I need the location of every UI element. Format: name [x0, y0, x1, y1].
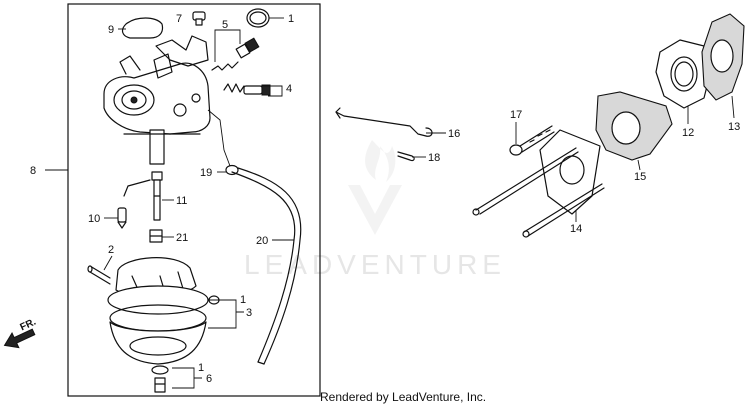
- part-6-drain-bolt: [151, 365, 169, 393]
- callout-15: 15: [634, 171, 646, 183]
- part-17-bolt: [509, 125, 555, 156]
- watermark-logo-icon: [348, 140, 402, 235]
- part-2-float-pin: [87, 265, 111, 285]
- callout-1c: 1: [198, 362, 204, 374]
- watermark: LEADVENTURE: [244, 140, 506, 280]
- part-11-main-nozzle: [151, 171, 163, 221]
- callout-12: 12: [682, 127, 694, 139]
- part-21-main-jet: [149, 229, 163, 243]
- part-5-pilot-screw: [211, 37, 260, 71]
- leader-4: [246, 85, 283, 97]
- part-12-spacer: [655, 39, 713, 109]
- credit-text: Rendered by LeadVenture, Inc.: [320, 390, 486, 404]
- callout-18: 18: [428, 152, 440, 164]
- part-18-clip: [397, 151, 415, 162]
- callout-4: 4: [286, 83, 292, 95]
- callout-8: 8: [30, 165, 36, 177]
- callout-11: 11: [176, 195, 187, 207]
- part-10-float-valve: [117, 179, 151, 229]
- callout-3: 3: [246, 307, 252, 319]
- leader-6: [172, 367, 202, 389]
- callout-6: 6: [206, 373, 212, 385]
- callout-7: 7: [176, 13, 182, 25]
- leader-2: [103, 255, 113, 271]
- carburetor-body: [103, 35, 211, 165]
- part-19-clip: [225, 164, 239, 176]
- callout-13: 13: [728, 121, 740, 133]
- leader-19-to-body: [207, 109, 231, 167]
- part-7-screw: [192, 11, 206, 26]
- callout-17: 17: [510, 109, 522, 121]
- part-9-cap: [121, 17, 164, 39]
- part-14-insulator: [472, 129, 605, 238]
- callout-2: 2: [108, 244, 114, 256]
- leader-13: [731, 95, 735, 119]
- leader-5: [214, 29, 241, 62]
- callout-14: 14: [570, 223, 582, 235]
- leader-3: [208, 299, 244, 329]
- callout-21: 21: [176, 232, 188, 244]
- callout-1a: 1: [288, 13, 294, 25]
- watermark-text: LEADVENTURE: [244, 249, 506, 280]
- front-direction-label: FR.: [19, 317, 38, 334]
- callout-20: 20: [256, 235, 268, 247]
- callout-10: 10: [88, 213, 100, 225]
- callout-1b: 1: [240, 294, 246, 306]
- leader-15: [637, 159, 641, 171]
- float-bowl: [107, 257, 209, 365]
- gasket-ring-1b: [208, 295, 220, 305]
- part-15-gasket: [595, 91, 673, 161]
- part-13-gasket: [701, 13, 745, 101]
- callout-5: 5: [222, 19, 228, 31]
- carburetor-assembly-frame: [67, 3, 321, 397]
- callout-19: 19: [200, 167, 212, 179]
- callout-9: 9: [108, 24, 114, 36]
- front-direction-arrow: FR.: [3, 317, 38, 349]
- part-16-throttle-rod: [335, 111, 427, 137]
- callout-labels: 1 7 9 5 4 8 19 11 10 21 20 2 1 3 1 6 16 …: [30, 13, 740, 385]
- callout-16: 16: [448, 128, 460, 140]
